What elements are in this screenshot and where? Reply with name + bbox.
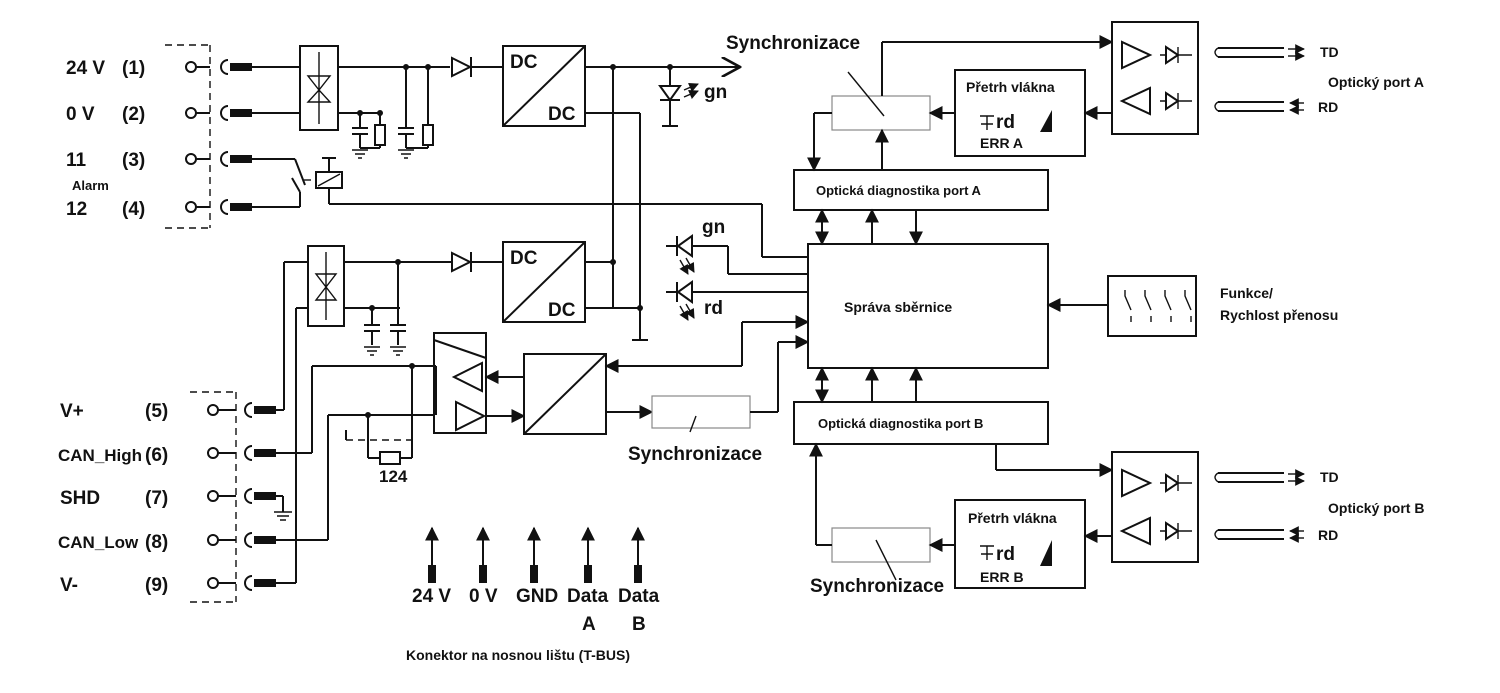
status-led-rd-label: rd — [704, 298, 723, 319]
resistor-value-label: 124 — [379, 467, 408, 486]
terminal-3-label: 11 — [66, 150, 87, 171]
dc-bottom-in-label: DC — [510, 248, 538, 269]
tbus-caption: Konektor na nosnou lištu (T-BUS) — [406, 647, 630, 663]
terminal-1-label: 24 V — [66, 58, 105, 79]
port-b-rd-label: RD — [1318, 527, 1338, 543]
terminal-7-label: SHD — [60, 488, 100, 509]
bus-management-block: Správa sběrnice Funkce/ Rychlost přenosu — [807, 243, 1338, 369]
functions-label-line1: Funkce/ — [1220, 285, 1273, 301]
termination-resistor: 124 — [345, 363, 415, 486]
err-a-label: ERR A — [980, 135, 1023, 151]
dip-switch-block — [1107, 275, 1197, 337]
port-b-td-label: TD — [1320, 469, 1339, 485]
power-input-wiring — [252, 45, 808, 258]
diag-b-label: Optická diagnostika port B — [818, 416, 983, 431]
terminal-6-label: CAN_High — [58, 446, 142, 465]
alarm-label: Alarm — [72, 178, 109, 193]
err-b-rd-label: rd — [996, 544, 1015, 565]
optical-diagnostics-a: Optická diagnostika port A Synchronizace… — [726, 33, 1114, 246]
can-transceiver: Synchronizace — [412, 315, 810, 465]
terminal-9-number: (9) — [145, 575, 168, 596]
port-a-td-label: TD — [1320, 44, 1339, 60]
can-terminal-block: V+ (5) CAN_High (6) SHD (7) CAN_Low (8) … — [58, 365, 436, 603]
fiber-break-b-label: Přetrh vlákna — [968, 510, 1057, 526]
diag-a-label: Optická diagnostika port A — [816, 183, 982, 198]
sync-can-label: Synchronizace — [628, 444, 762, 465]
terminal-8-label: CAN_Low — [58, 533, 139, 552]
tbus-pin-data-b-sub: B — [632, 614, 646, 635]
sync-block-b — [831, 527, 931, 563]
bus-management-label: Správa sběrnice — [844, 299, 952, 315]
sync-a-label: Synchronizace — [726, 33, 860, 54]
tbus-pin-data-a-sub: A — [582, 614, 596, 635]
fiber-break-a-label: Přetrh vlákna — [966, 79, 1055, 95]
port-a-label: Optický port A — [1328, 74, 1424, 90]
terminal-9-label: V- — [60, 575, 78, 596]
tbus-pin-24v: 24 V — [412, 526, 451, 607]
tbus-connector: 24 V 0 V GND Data A Data B Konektor na n… — [406, 526, 660, 663]
tbus-pin-data-a-label: Data — [567, 586, 609, 607]
optical-diagnostics-b: Optická diagnostika port B Synchronizace… — [793, 366, 1114, 597]
fiber-break-b — [954, 499, 1086, 589]
terminal-5-label: V+ — [60, 401, 84, 422]
sync-block-can — [651, 395, 751, 429]
tbus-pin-gnd: GND — [516, 526, 558, 607]
dc-bottom-out-label: DC — [548, 300, 576, 321]
tbus-pin-data-b-label: Data — [618, 586, 660, 607]
can-supply-circuit: DC DC — [283, 241, 643, 583]
err-b-label: ERR B — [980, 569, 1024, 585]
err-a-rd-label: rd — [996, 112, 1015, 133]
terminal-6-number: (6) — [145, 445, 168, 466]
tbus-pin-0v: 0 V — [469, 526, 498, 607]
optical-port-a: TD Optický port A RD — [1111, 21, 1424, 135]
power-led-gn-label: gn — [704, 82, 727, 103]
terminal-1-number: (1) — [122, 58, 145, 79]
dc-top-in-label: DC — [510, 52, 538, 73]
power-led-green: gn — [658, 67, 727, 127]
terminal-7-number: (7) — [145, 488, 168, 509]
terminal-2-number: (2) — [122, 104, 145, 125]
terminal-2-label: 0 V — [66, 104, 95, 125]
port-b-label: Optický port B — [1328, 500, 1424, 516]
terminal-3-number: (3) — [122, 150, 145, 171]
terminal-8-number: (8) — [145, 532, 168, 553]
tbus-pin-24v-label: 24 V — [412, 586, 451, 607]
optical-port-b: TD Optický port B RD — [1111, 451, 1424, 563]
functions-label-line2: Rychlost přenosu — [1220, 307, 1338, 323]
tbus-pin-0v-label: 0 V — [469, 586, 498, 607]
terminal-4-number: (4) — [122, 199, 145, 220]
power-terminal-block: 24 V (1) 0 V (2) 11 (3) Alarm 12 (4) — [66, 44, 252, 229]
sync-b-label: Synchronizace — [810, 576, 944, 597]
terminal-5-number: (5) — [145, 401, 168, 422]
terminal-4-label: 12 — [66, 199, 87, 220]
status-leds: gn rd — [666, 217, 808, 321]
tbus-pin-data-b: Data B — [618, 526, 660, 635]
status-led-gn-label: gn — [702, 217, 725, 238]
port-a-rd-label: RD — [1318, 99, 1338, 115]
dc-top-out-label: DC — [548, 104, 576, 125]
tbus-pin-data-a: Data A — [567, 526, 609, 635]
terminal-screws-power — [185, 59, 252, 215]
tbus-pin-gnd-label: GND — [516, 586, 558, 607]
dc-dc-converter-top: DC DC — [502, 45, 740, 341]
